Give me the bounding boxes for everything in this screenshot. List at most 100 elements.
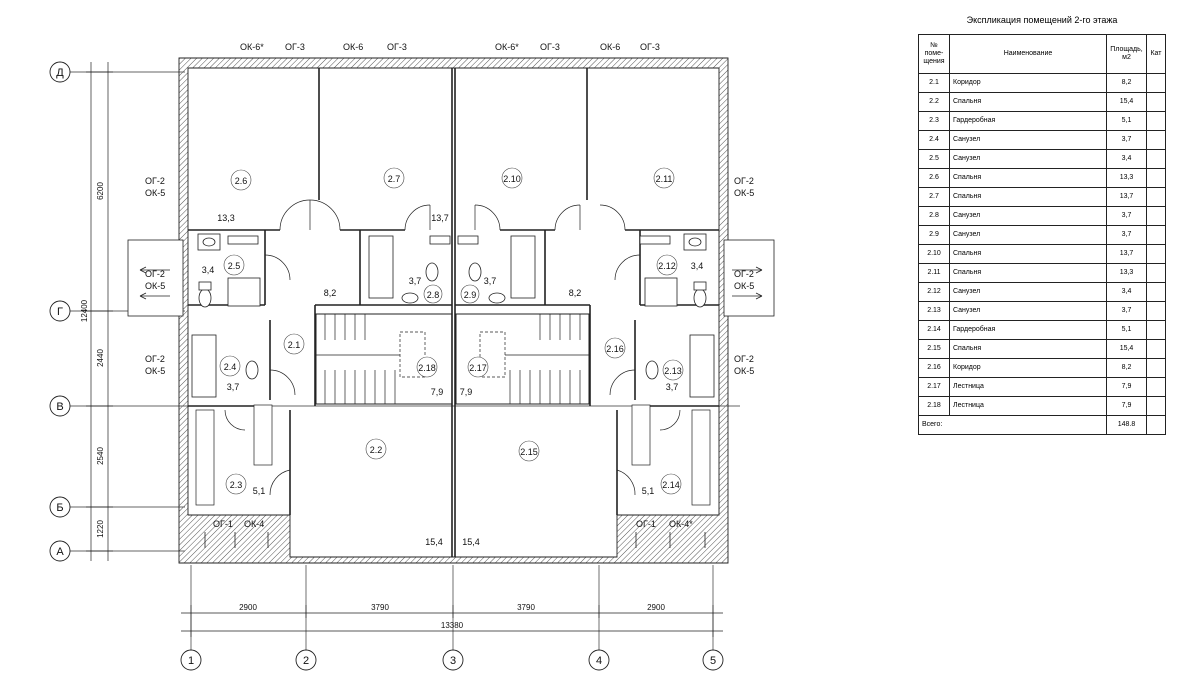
window-label: ОГ-2 [734, 354, 754, 364]
cell-area: 13,3 [1106, 263, 1147, 283]
table-total-row: Всего: 148.8 [918, 415, 1166, 435]
cell-area: 8,2 [1106, 358, 1147, 378]
dim-horizontal: 2900 [647, 603, 665, 612]
side-arrows [139, 266, 763, 300]
cell-number: 2.3 [918, 111, 950, 131]
cell-area: 7,9 [1106, 377, 1147, 397]
cell-category [1146, 111, 1166, 131]
room-area: 7,9 [431, 387, 444, 397]
plumbing-fixtures [191, 233, 715, 398]
room-number: 2.6 [235, 176, 248, 186]
cell-category [1146, 92, 1166, 112]
room-area: 3,7 [227, 382, 240, 392]
cell-category [1146, 73, 1166, 93]
axis-label: Б [56, 502, 63, 514]
cell-number: 2.17 [918, 377, 950, 397]
room-area: 7,9 [460, 387, 473, 397]
cell-area: 3,7 [1106, 130, 1147, 150]
cell-number: 2.11 [918, 263, 950, 283]
total-label: Всего: [918, 415, 1107, 435]
window-label: ОК-4 [244, 519, 264, 529]
cell-number: 2.16 [918, 358, 950, 378]
room-number: 2.2 [370, 445, 383, 455]
room-number: 2.5 [228, 261, 241, 271]
table-header-row: № поме-щения Наименование Площадь, м2 Ка… [918, 34, 1166, 74]
window-label: ОГ-2 [145, 269, 165, 279]
room-area: 5,1 [642, 486, 655, 496]
dim-horizontal: 3790 [371, 603, 389, 612]
room-number: 2.9 [464, 290, 477, 300]
door-swings [224, 199, 681, 496]
cell-name: Коридор [949, 358, 1107, 378]
room-number: 2.11 [656, 174, 673, 184]
cell-name: Санузел [949, 130, 1107, 150]
room-area: 3,7 [666, 382, 679, 392]
cell-name: Спальня [949, 339, 1107, 359]
axis-label: А [56, 546, 64, 558]
window-label: ОК-5 [145, 281, 165, 291]
window-label: ОК-6* [495, 42, 519, 52]
window-label: ОГ-3 [640, 42, 660, 52]
cell-name: Спальня [949, 244, 1107, 264]
axis-label: 3 [450, 655, 456, 667]
cell-area: 5,1 [1106, 111, 1147, 131]
cell-area: 3,4 [1106, 282, 1147, 302]
cell-category [1146, 263, 1166, 283]
axis-label: 1 [188, 655, 194, 667]
cell-category [1146, 282, 1166, 302]
dim-horizontal: 3790 [517, 603, 535, 612]
table-title: Экспликация помещений 2-го этажа [966, 15, 1118, 25]
cell-area: 3,7 [1106, 225, 1147, 245]
cell-area: 3,4 [1106, 149, 1147, 169]
cell-area: 7,9 [1106, 396, 1147, 416]
cell-name: Спальня [949, 168, 1107, 188]
interior-walls [188, 68, 719, 557]
cell-category [1146, 301, 1166, 321]
room-number: 2.1 [288, 340, 301, 350]
cell-area: 15,4 [1106, 92, 1147, 112]
cell-area: 15,4 [1106, 339, 1147, 359]
axis-label: 2 [303, 655, 309, 667]
floor-plan: Д Г В Б А 1 2 3 4 5 6200 2440 2540 1220 … [49, 42, 775, 671]
col-header-number: № поме-щения [918, 34, 950, 74]
cell-name: Гардеробная [949, 111, 1107, 131]
window-label: ОГ-3 [387, 42, 407, 52]
axis-label: В [56, 401, 63, 413]
cell-number: 2.1 [918, 73, 950, 93]
axis-label: 4 [596, 655, 602, 667]
room-number: 2.18 [418, 363, 436, 373]
cell-category [1146, 377, 1166, 397]
cell-number: 2.7 [918, 187, 950, 207]
room-area: 3,4 [202, 265, 215, 275]
room-number: 2.14 [662, 480, 680, 490]
room-number: 2.13 [664, 366, 682, 376]
window-label: ОГ-2 [145, 354, 165, 364]
room-area: 15,4 [425, 537, 443, 547]
cell-name: Спальня [949, 187, 1107, 207]
col-header-name: Наименование [949, 34, 1107, 74]
cell-area: 13,7 [1106, 187, 1147, 207]
col-header-area: Площадь, м2 [1106, 34, 1147, 74]
room-number: 2.3 [230, 480, 243, 490]
cell-name: Коридор [949, 73, 1107, 93]
cell-category [1146, 149, 1166, 169]
axis-bubbles-numbers: 1 2 3 4 5 [180, 649, 724, 671]
cell-area: 5,1 [1106, 320, 1147, 340]
cell-number: 2.2 [918, 92, 950, 112]
room-schedule-table: № поме-щения Наименование Площадь, м2 Ка… [918, 34, 1166, 435]
cell-category [1146, 130, 1166, 150]
axis-label: 5 [710, 655, 716, 667]
cell-category [1146, 339, 1166, 359]
room-number: 2.16 [606, 344, 624, 354]
room-number: 2.4 [224, 362, 237, 372]
room-area: 3,4 [691, 261, 704, 271]
cell-number: 2.9 [918, 225, 950, 245]
cell-category [1146, 396, 1166, 416]
window-label: ОК-5 [145, 188, 165, 198]
cell-area: 3,7 [1106, 206, 1147, 226]
room-number: 2.12 [658, 261, 676, 271]
